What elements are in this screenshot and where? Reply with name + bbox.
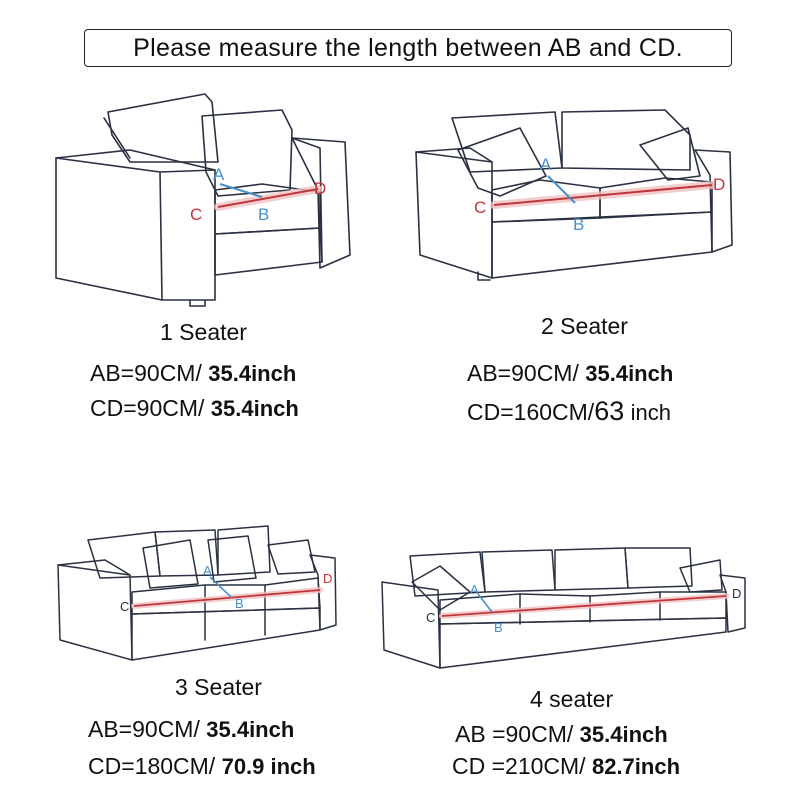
three-seater-title: 3 Seater: [175, 674, 262, 700]
two-seater-cd-metric: CD=160CM/: [467, 399, 595, 425]
one-seater-ab-metric: AB=90CM/: [90, 360, 202, 386]
one-seater-back-cushion: [107, 93, 219, 163]
one-seater-right-arm: [291, 137, 351, 269]
two-seater-ab-metric: AB=90CM/: [467, 360, 579, 386]
two-seater-cd-line: [493, 184, 713, 206]
two-seater-title: 2 Seater: [541, 313, 628, 339]
instruction-banner: Please measure the length between AB and…: [84, 29, 732, 67]
four-seater-cd-imperial: 82.7inch: [591, 754, 681, 779]
four-seater-pillow-left: [411, 565, 471, 611]
three-seater-cd-metric: CD=180CM/: [88, 753, 222, 779]
three-seater-label-c: C: [120, 599, 129, 614]
two-seater-back-cushion-right: [561, 109, 691, 171]
three-seater-cd-line: [133, 589, 321, 607]
one-seater-label-b: B: [258, 205, 269, 224]
one-seater-left-arm-front: [55, 157, 216, 301]
two-seater-seat-right: [599, 177, 713, 219]
one-seater-cd-measure: CD=90CM/ 35.4inch: [90, 395, 299, 422]
instruction-text: Please measure the length between AB and…: [133, 33, 683, 62]
two-seater-label-c: C: [474, 198, 486, 217]
three-seater-label-d: D: [323, 571, 332, 586]
three-seater-pillow-left: [142, 539, 199, 589]
one-seater-label-d: D: [314, 179, 326, 198]
two-seater-right-arm: [694, 149, 733, 253]
two-seater-pillow-left: [457, 127, 547, 197]
four-seater-ab-measure: AB =90CM/ 35.4inch: [455, 721, 668, 748]
four-seater-right-arm: [719, 574, 746, 633]
two-seater-cd-imperial-unit: inch: [630, 400, 671, 425]
one-seater-ab-measure: AB=90CM/ 35.4inch: [90, 360, 296, 387]
one-seater-label-a: A: [213, 165, 225, 184]
three-seater-ab-metric: AB=90CM/: [88, 716, 207, 742]
three-seater-cd-measure: CD=180CM/ 70.9 inch: [88, 753, 316, 780]
two-seater-pillow-right: [639, 127, 701, 181]
one-seater-base: [214, 227, 323, 276]
one-seater-left-arm: [55, 149, 216, 301]
three-seater-ab-measure: AB=90CM/ 35.4inch: [88, 716, 294, 743]
four-seater-ab-imperial: 35.4inch: [579, 722, 668, 747]
one-seater-cd-imperial: 35.4inch: [210, 396, 299, 421]
two-seater-label-a: A: [540, 155, 552, 174]
one-seater-ab-line: [219, 183, 263, 198]
one-seater-ab-imperial: 35.4inch: [208, 361, 297, 386]
three-seater-ab-line: [209, 576, 233, 599]
two-seater-ab-line: [547, 175, 576, 204]
one-seater-label-c: C: [190, 205, 202, 224]
four-seater-cd-measure: CD =210CM/ 82.7inch: [452, 753, 680, 780]
four-seater-ab-metric: AB =90CM/: [455, 721, 580, 747]
three-seater-right-arm: [309, 554, 337, 631]
four-seater-cd-line: [441, 595, 727, 617]
two-seater-label-b: B: [573, 215, 584, 234]
one-seater-cd-line: [217, 188, 319, 208]
three-seater-label-b: B: [235, 596, 244, 611]
four-seater-label-d: D: [732, 586, 741, 601]
four-seater-title: 4 seater: [530, 686, 614, 712]
two-seater-ab-measure: AB=90CM/ 35.4inch: [467, 360, 673, 387]
one-seater-right-arm-2: [291, 137, 323, 263]
two-seater-ab-imperial: 35.4inch: [585, 361, 674, 386]
two-seater-base: [491, 211, 713, 279]
one-seater-cd-metric: CD=90CM/: [90, 395, 205, 421]
three-seater-cd-imperial: 70.9 inch: [221, 754, 316, 779]
four-seater-label-b: B: [494, 620, 503, 635]
three-seater-pillow-mid: [207, 535, 257, 583]
four-seater-label-a: A: [470, 582, 479, 597]
four-seater-ab-line: [477, 593, 493, 613]
four-seater-cd-metric: CD =210CM/: [452, 753, 586, 779]
two-seater-label-d: D: [713, 175, 725, 194]
three-seater-label-a: A: [203, 563, 212, 578]
one-seater-back-cushion-2: [103, 117, 131, 159]
one-seater-title: 1 Seater: [160, 319, 247, 345]
four-seater-label-c: C: [426, 610, 435, 625]
two-seater-cd-imperial-number: 63: [594, 396, 625, 426]
three-seater-ab-imperial: 35.4inch: [206, 717, 295, 742]
two-seater-cd-measure: CD=160CM/63 inch: [467, 396, 671, 427]
one-seater-seat-cushion: [214, 183, 321, 235]
